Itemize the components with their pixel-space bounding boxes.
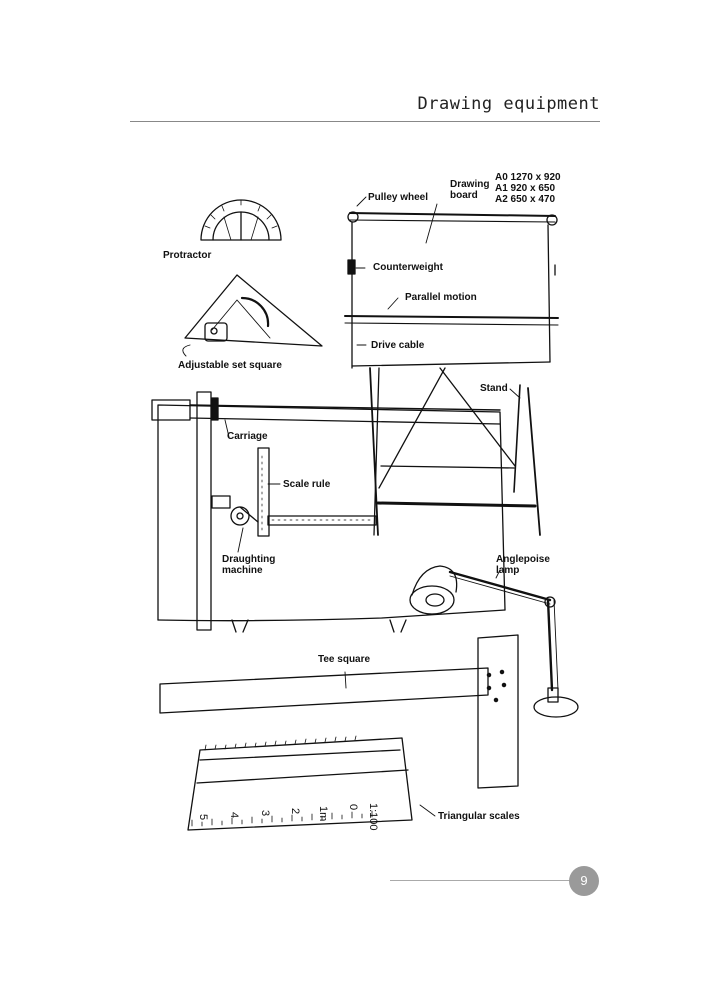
label-parallel-motion: Parallel motion <box>405 292 477 303</box>
label-drive-cable: Drive cable <box>371 340 425 351</box>
label-adjustable-set-square: Adjustable set square <box>178 360 282 371</box>
page-title: Drawing equipment <box>417 94 600 114</box>
draughting-board-illustration <box>151 391 506 633</box>
tee-square-illustration <box>159 634 519 789</box>
label-protractor: Protractor <box>163 250 212 261</box>
title-divider <box>130 121 600 122</box>
page-number: 9 <box>569 866 599 896</box>
anglepoise-lamp-illustration <box>409 565 579 718</box>
board-size-a1: A1 920 x 650 <box>495 183 556 194</box>
label-triangular-scales: Triangular scales <box>438 811 520 822</box>
scale-mark: 2 <box>289 808 301 814</box>
scale-mark: 1m <box>317 806 329 821</box>
scale-mark: 0 <box>347 804 359 810</box>
label-drawing-board: Drawing board <box>450 179 490 201</box>
label-counterweight: Counterweight <box>373 262 443 273</box>
leader-lines <box>224 196 521 817</box>
scale-mark: 1:100 <box>367 803 379 831</box>
scale-numerals: 5 4 3 2 1m 0 1:100 <box>197 803 379 831</box>
scale-mark: 4 <box>228 812 240 818</box>
label-scale-rule: Scale rule <box>283 479 331 490</box>
drawing-board-illustration <box>344 211 559 536</box>
board-size-a2: A2 650 x 470 <box>495 194 556 205</box>
label-anglepoise-lamp: Anglepoise lamp <box>496 554 550 576</box>
label-board-sizes: A0 1270 x 920 A1 920 x 650 A2 650 x 470 <box>495 172 561 205</box>
label-carriage: Carriage <box>227 431 268 442</box>
scale-mark: 3 <box>259 810 271 816</box>
board-size-a0: A0 1270 x 920 <box>495 172 561 183</box>
scale-mark: 5 <box>197 814 209 820</box>
triangular-scales-illustration <box>187 735 413 831</box>
protractor-illustration <box>200 199 282 241</box>
label-tee-square: Tee square <box>318 654 371 665</box>
footer-divider <box>390 880 570 881</box>
label-draughting-machine: Draughting machine <box>222 554 276 576</box>
adjustable-set-square-illustration <box>182 274 323 357</box>
label-stand: Stand <box>480 383 508 394</box>
label-pulley-wheel: Pulley wheel <box>368 192 429 203</box>
